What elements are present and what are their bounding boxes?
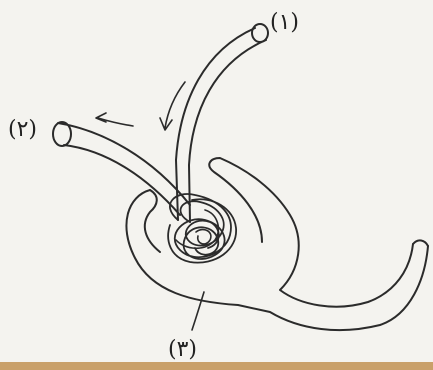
label-tube-2: (۲) — [8, 117, 37, 142]
label-3-leader — [192, 292, 204, 330]
tube-1 — [176, 24, 268, 222]
label-tube-1: (۱) — [270, 10, 299, 35]
label-structure-3: (۳) — [168, 337, 197, 362]
tube-1-opening — [252, 24, 268, 42]
flow-arrow-out — [96, 113, 133, 126]
tube-2-opening — [53, 122, 71, 146]
page-bottom-strip — [0, 362, 433, 370]
tube-2 — [53, 122, 190, 215]
